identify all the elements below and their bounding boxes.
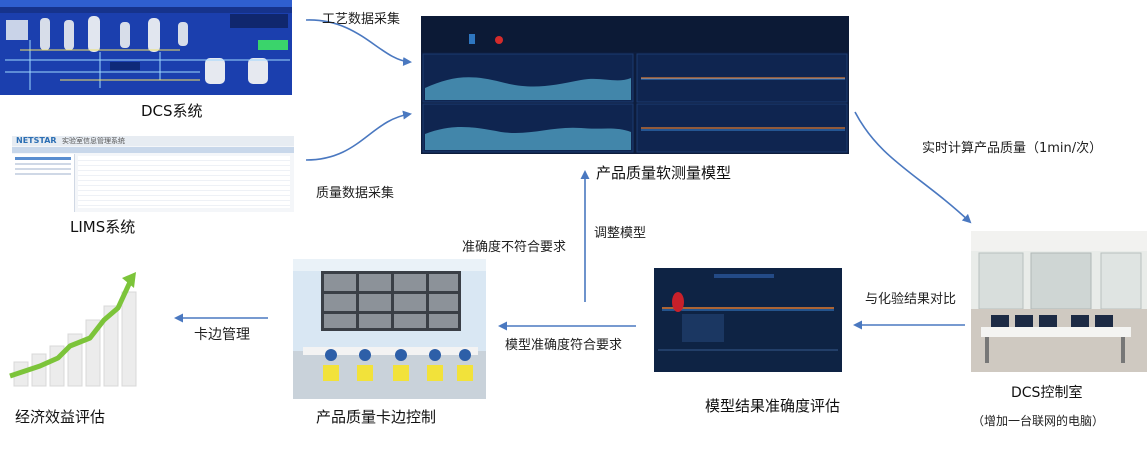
quality-control-photo	[293, 259, 486, 399]
economic-evaluation-caption: 经济效益评估	[15, 408, 106, 426]
model-evaluation-screenshot	[654, 268, 842, 372]
lims-sidebar	[12, 154, 75, 212]
lims-title: 实验室信息管理系统	[62, 137, 125, 145]
label-accuracy-fail: 准确度不符合要求	[462, 240, 567, 255]
label-process-data: 工艺数据采集	[322, 12, 401, 27]
dcs-system-caption: DCS系统	[141, 102, 203, 120]
label-realtime-calc: 实时计算产品质量（1min/次）	[922, 141, 1103, 156]
dcs-control-room-caption: DCS控制室	[1011, 385, 1083, 401]
lims-logo: NETSTAR	[16, 136, 57, 145]
soft-sensor-charts	[421, 16, 849, 153]
label-quality-data: 质量数据采集	[316, 186, 395, 201]
arrow-quality-data	[305, 110, 412, 161]
label-adjust-model: 调整模型	[594, 226, 647, 241]
economic-growth-graphic	[0, 262, 165, 390]
growth-bar-graphic	[9, 272, 137, 387]
dcs-process-graphic	[0, 0, 292, 90]
quality-control-caption: 产品质量卡边控制	[316, 408, 437, 426]
soft-sensor-dashboard	[421, 16, 849, 154]
lims-table	[78, 156, 290, 208]
lims-system-caption: LIMS系统	[70, 218, 136, 236]
soft-sensor-caption: 产品质量软测量模型	[596, 164, 732, 182]
lims-system-screenshot: NETSTAR 实验室信息管理系统	[12, 136, 294, 212]
label-edge-management: 卡边管理	[194, 327, 250, 343]
evaluation-chart	[658, 274, 838, 351]
dcs-control-room-photo	[971, 231, 1147, 372]
dcs-control-room-note: （增加一台联网的电脑）	[972, 414, 1105, 428]
label-compare-lab: 与化验结果对比	[865, 292, 957, 307]
monitoring-room-scene	[293, 259, 486, 399]
lims-header: NETSTAR 实验室信息管理系统	[12, 136, 294, 146]
model-evaluation-caption: 模型结果准确度评估	[705, 397, 841, 415]
label-accuracy-pass: 模型准确度符合要求	[505, 338, 623, 353]
arrow-process-data	[305, 19, 412, 67]
dcs-system-screenshot	[0, 0, 292, 95]
arrow-realtime-calc	[854, 111, 972, 224]
control-room-scene	[971, 231, 1147, 372]
lims-toolbar	[12, 147, 294, 153]
